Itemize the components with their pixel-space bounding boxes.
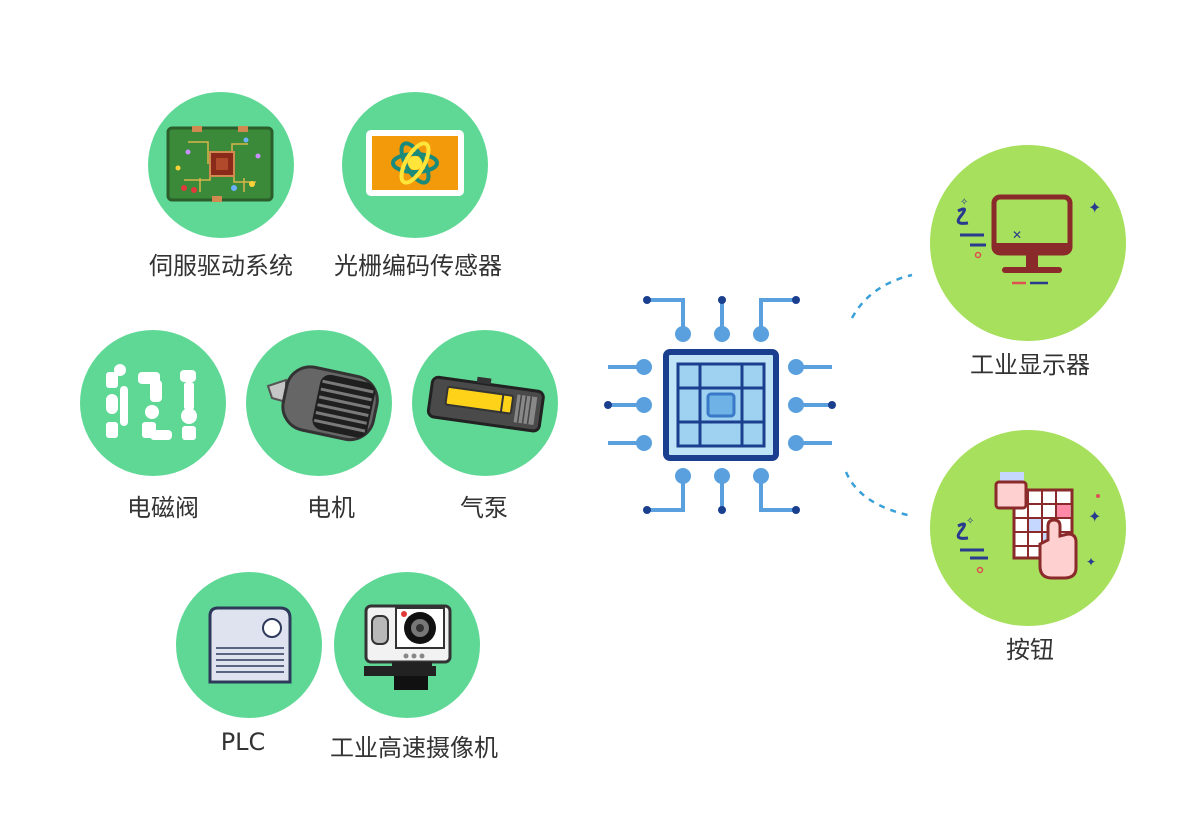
solenoid-valve-label: 电磁阀 [127,494,199,522]
solenoid-valve-node [80,330,226,476]
svg-text:✦: ✦ [1088,507,1101,526]
motor-icon [266,365,379,442]
plc-icon [208,606,292,684]
svg-text:✧: ✧ [960,197,968,208]
air-pump-label: 气泵 [460,494,508,522]
valve-fittings-icon [106,364,197,440]
grating-sensor-node [342,92,488,238]
motor-label: 电机 [307,494,355,522]
display-label: 工业显示器 [970,351,1090,379]
keypad-icon: ✦ ✦ ✧ [956,472,1101,580]
svg-text:✦: ✦ [1086,555,1096,569]
svg-text:✧: ✧ [966,516,974,527]
camera-node [334,572,480,718]
svg-text:✕: ✕ [1012,228,1022,242]
servo-drive-node [148,92,294,238]
servo-drive-label: 伺服驱动系统 [149,252,293,280]
svg-text:✦: ✦ [1088,198,1101,217]
link-to-display [850,273,913,319]
motor-node [246,330,392,476]
grating-sensor-label: 光栅编码传感器 [334,252,502,280]
camera-label: 工业高速摄像机 [330,734,498,762]
monitor-icon: ✦ ✧ ✕ [956,194,1101,285]
button-label: 按钮 [1006,636,1054,664]
camera-icon [364,604,452,690]
display-node: ✦ ✧ ✕ [930,145,1126,341]
processor-chip-icon [604,296,836,514]
button-node: ✦ ✦ ✧ [930,430,1126,626]
air-pump-icon [426,375,545,433]
circuit-board-icon [166,126,274,202]
air-pump-node [412,330,558,476]
plc-node [176,572,322,718]
sensor-icon [366,130,464,196]
link-to-button [844,471,913,518]
plc-label: PLC [220,728,266,756]
